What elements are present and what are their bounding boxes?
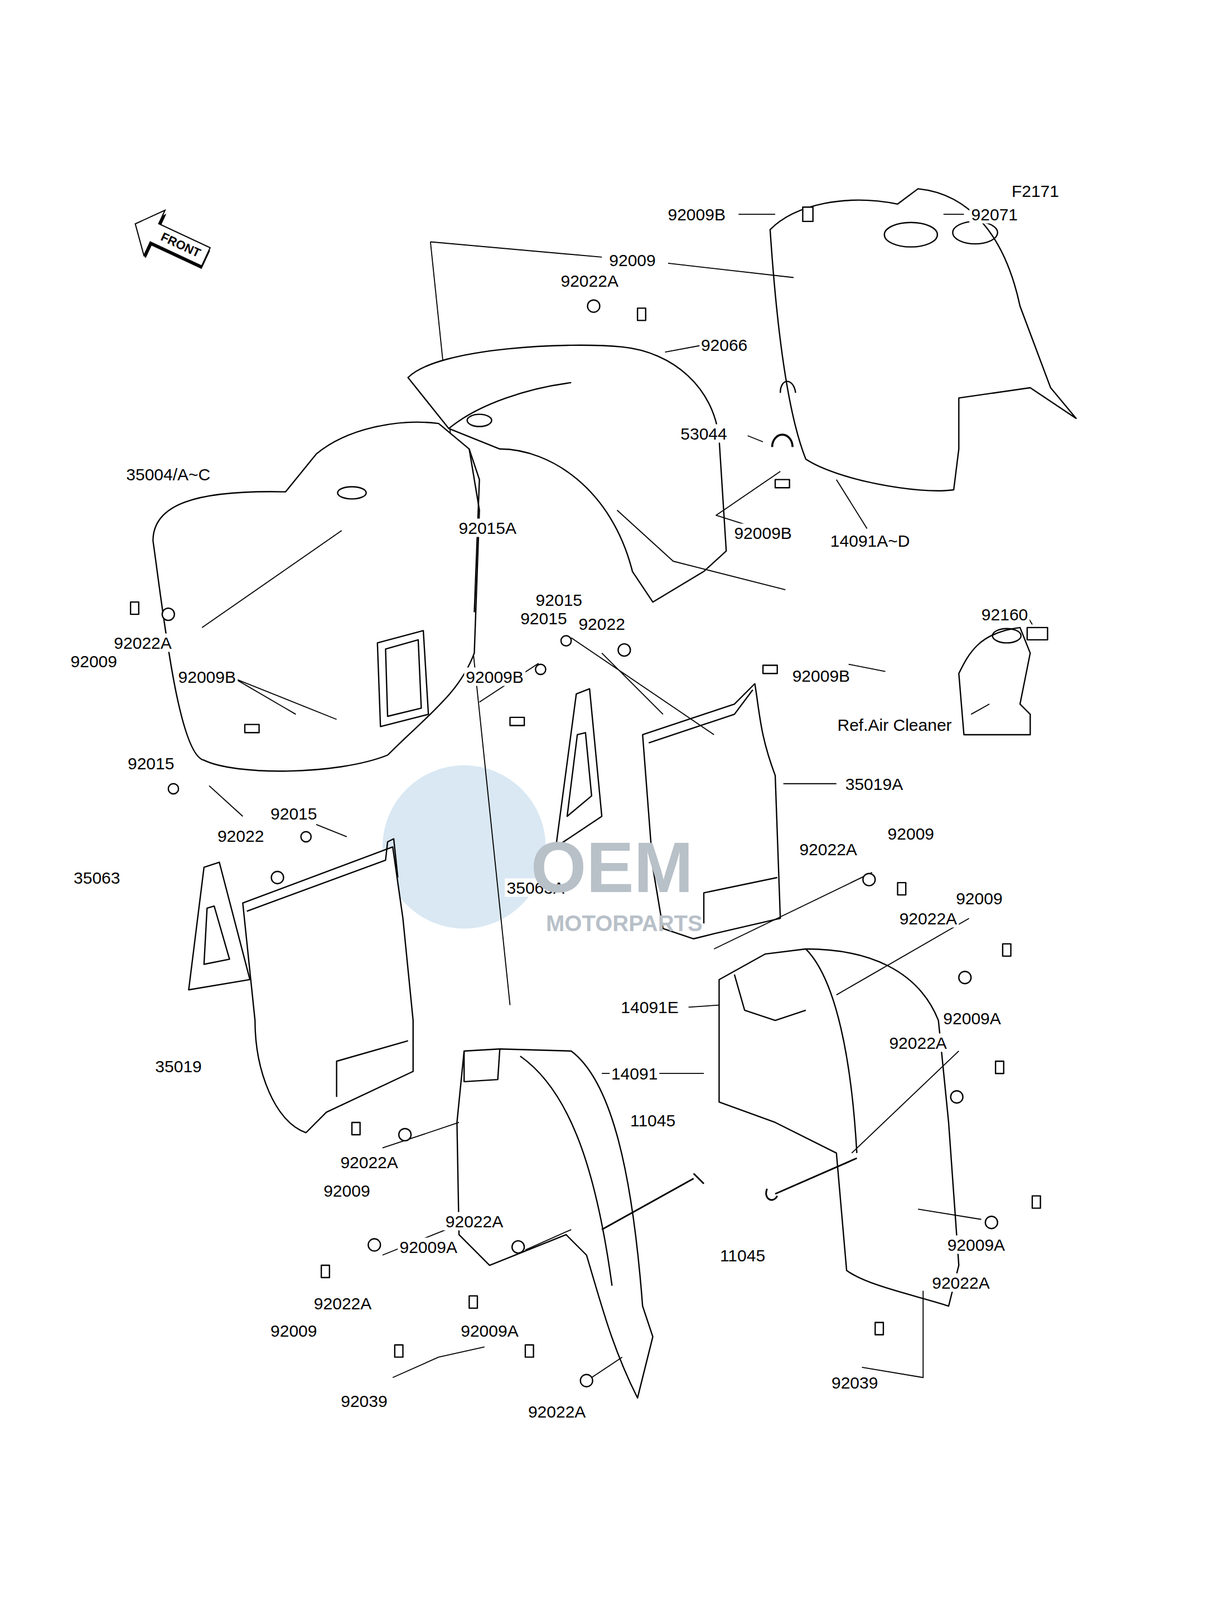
callout-number: 35019A [843, 774, 905, 793]
callout-number: 92009B [463, 666, 525, 686]
callout-number: 92022A [930, 1273, 992, 1292]
watermark: OEM [529, 827, 696, 907]
callout-number: 14091E [619, 997, 680, 1017]
front-arrow: FRONT [123, 199, 219, 282]
callout-number: 92009 [954, 888, 1004, 907]
callout-number: 35063 [71, 867, 122, 887]
callout-number: 92022A [338, 1152, 400, 1172]
callout-number: 35004/A~C [124, 465, 212, 484]
callout-number: 92009B [666, 205, 728, 224]
callout-number: 11045 [718, 1245, 767, 1264]
callout-number: 92015A [457, 518, 519, 537]
callout-number: 92015 [534, 590, 584, 609]
callout-number: 92009 [69, 651, 119, 671]
callout-number: 92022 [215, 825, 266, 845]
callout-number: 92009A [397, 1237, 459, 1256]
callout-number: 92009 [321, 1181, 372, 1200]
callout-number: 53044 [678, 424, 729, 443]
callout-number: 92009 [607, 250, 657, 270]
callout-number: 92009A [941, 1008, 1003, 1028]
callout-number: 92009A [458, 1321, 520, 1340]
callout-number: 14091A~D [828, 531, 912, 550]
callout-number: F2171 [1009, 181, 1061, 201]
air-cleaner-duct [958, 627, 1031, 735]
callout-number: 92022A [797, 839, 859, 858]
callout-number: 92022 [576, 614, 627, 633]
callout-number: 92160 [979, 605, 1030, 624]
arrow-shadow [126, 204, 219, 281]
callout-number: 92022A [112, 633, 173, 652]
callout-number: 92022A [526, 1401, 588, 1420]
callout-number: 92009 [268, 1321, 319, 1340]
callout-number: 92039 [339, 1391, 389, 1410]
callout-number: 92022A [443, 1211, 505, 1231]
callout-number: 92015 [126, 753, 176, 773]
callout-number: 92009 [886, 824, 936, 843]
callout-number: Ref.Air Cleaner [835, 714, 954, 734]
callout-number: 92009B [176, 666, 238, 686]
callout-number: 92022A [887, 1033, 949, 1052]
watermark: MOTORPARTS [544, 910, 705, 936]
side-cover [242, 846, 413, 1133]
callout-number: 92039 [829, 1373, 880, 1392]
callout-number: 92022A [312, 1293, 374, 1312]
arrow-body [124, 201, 217, 280]
callout-number: 92009B [732, 523, 794, 542]
watermark-globe [382, 765, 546, 929]
callout-number: 92009B [790, 665, 852, 685]
callout-number: 92015 [268, 803, 319, 823]
callout-number: 35019 [153, 1056, 203, 1076]
callout-number: 92071 [969, 205, 1020, 224]
callout-number: 92022A [558, 271, 620, 290]
callout-number: 14091 [609, 1064, 660, 1083]
tank-cover [770, 188, 1077, 491]
callout-number: 11045 [628, 1110, 678, 1130]
callout-number: 92066 [699, 335, 749, 355]
callout-number: 92015 [518, 608, 569, 628]
callout-number: 92009A [945, 1235, 1007, 1254]
callout-number: 92022A [897, 909, 959, 928]
